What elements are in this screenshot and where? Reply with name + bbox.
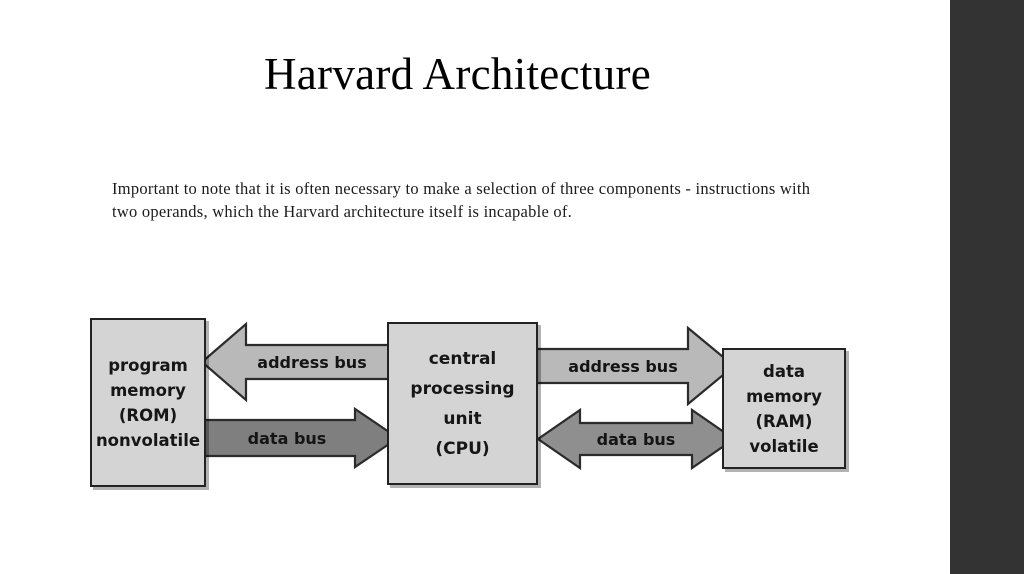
block-cpu-line-1: central	[428, 348, 497, 369]
slide-accent-band	[950, 0, 1024, 574]
block-cpu-line-3: (CPU)	[435, 438, 490, 459]
slide-body-text: Important to note that it is often neces…	[112, 179, 811, 221]
block-data-memory-line-2: memory	[746, 386, 822, 406]
address-bus-left-arrow: address bus	[200, 320, 401, 404]
block-program-memory-line-4: nonvolatile	[95, 430, 201, 450]
page-title: Harvard Architecture	[263, 49, 652, 99]
address-bus-right-arrow: address bus	[535, 324, 736, 408]
block-data-memory: data memory (RAM) volatile	[722, 348, 846, 469]
block-program-memory-line-1: program	[108, 355, 188, 375]
block-data-memory-line-1: data	[763, 361, 805, 381]
block-program-memory: program memory (ROM) nonvolatile	[90, 318, 206, 487]
data-bus-left-arrow: data bus	[199, 406, 400, 470]
block-program-memory-line-2: memory	[110, 380, 186, 400]
block-data-memory-line-4: volatile	[749, 436, 819, 456]
block-cpu: central processing unit (CPU)	[387, 322, 538, 485]
block-program-memory-line-3: (ROM)	[118, 405, 178, 425]
block-cpu-line-2: processing unit	[410, 378, 515, 429]
block-data-memory-line-3: (RAM)	[755, 411, 813, 431]
data-bus-right-arrow: data bus	[536, 407, 736, 471]
